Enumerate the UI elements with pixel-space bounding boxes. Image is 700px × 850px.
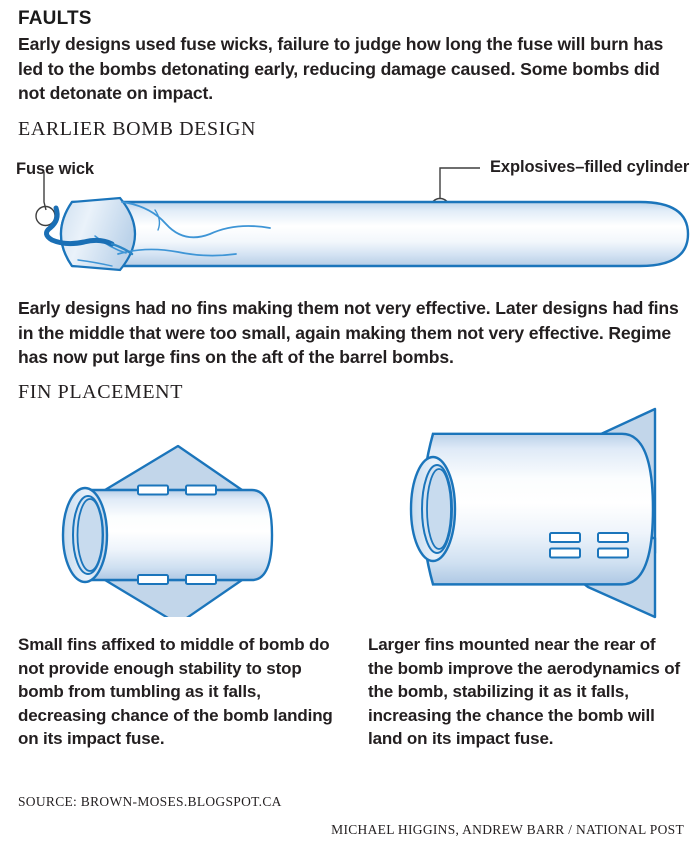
barrel-body-small-fins — [61, 486, 274, 584]
small-fins-diagram — [61, 444, 274, 617]
fin-placement-heading: FIN PLACEMENT — [18, 381, 184, 403]
source-line: SOURCE: BROWN-MOSES.BLOGSPOT.CA — [18, 794, 282, 809]
fin-brackets-bottom-small — [137, 574, 217, 585]
callout-label-fuse-wick: Fuse wick — [16, 160, 94, 178]
mid-paragraph: Early designs had no fins making them no… — [18, 298, 679, 367]
large-fins-diagram — [409, 407, 657, 619]
caption-large-fins: Larger fins mounted near the rear of the… — [368, 635, 680, 749]
earlier-bomb-heading: EARLIER BOMB DESIGN — [18, 118, 257, 140]
caption-small-fins: Small fins affixed to middle of bomb do … — [18, 635, 333, 749]
barrel-rim-inner — [76, 498, 104, 572]
fin-brackets-bottom-large — [549, 532, 629, 543]
barrel-body-large-fins — [409, 432, 655, 586]
fin-bottom-small — [103, 578, 244, 617]
credit-line: MICHAEL HIGGINS, ANDREW BARR / NATIONAL … — [331, 822, 684, 837]
earlier-bomb-diagram — [35, 167, 690, 272]
leader-fuse-wick — [35, 172, 56, 227]
fuse-wick-icon — [44, 205, 134, 256]
fin-brackets-top-small — [137, 484, 217, 496]
bomb-left-cap — [60, 196, 271, 272]
fin-top-small — [103, 444, 244, 492]
page-title: FAULTS — [18, 8, 92, 29]
callout-label-explosives-cylinder: Explosives–filled cylinder — [490, 158, 690, 176]
intro-paragraph: Early designs used fuse wicks, failure t… — [18, 34, 664, 103]
barrel-rim-inner — [426, 468, 452, 550]
bomb-cylinder-body — [59, 200, 690, 268]
fin-brackets-top-large — [549, 547, 629, 559]
